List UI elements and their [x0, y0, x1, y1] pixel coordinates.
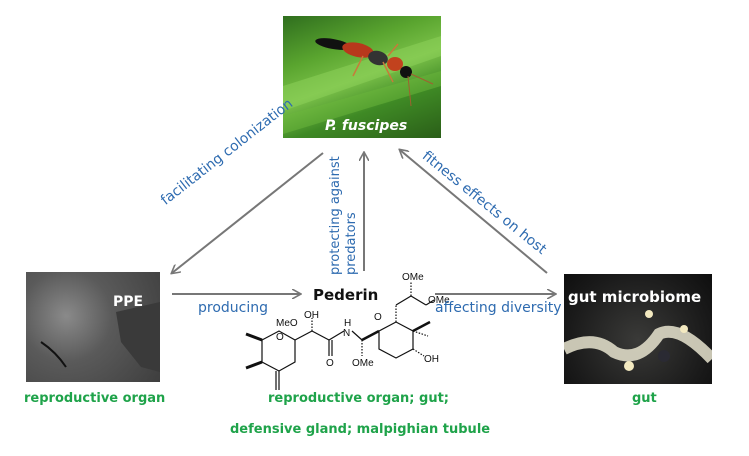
- ppe-micrograph: PPE: [26, 272, 160, 382]
- chem-o-ring-right: O: [374, 312, 382, 323]
- ppe-texture: [40, 302, 160, 372]
- location-ppe: reproductive organ: [24, 391, 166, 406]
- chem-meo: MeO: [276, 318, 298, 329]
- edge-label-protecting-line1: protecting against: [328, 156, 343, 275]
- chem-h: H: [344, 318, 351, 329]
- chem-oh-right: OH: [424, 354, 439, 365]
- pederin-label: Pederin: [313, 286, 379, 304]
- pederin-structure: [245, 282, 435, 390]
- ppe-label: PPE: [113, 294, 144, 310]
- p-fuscipes-label: P. fuscipes: [325, 118, 408, 134]
- chem-ome-right: OMe: [428, 295, 450, 306]
- gut-texture: [564, 310, 712, 371]
- chem-ome-top: OMe: [402, 272, 424, 283]
- arrow-left-to-top: [172, 152, 324, 273]
- beetle-illustration: [283, 36, 441, 134]
- location-pederin-line2: defensive gland; malpighian tubule: [230, 422, 491, 437]
- edge-label-affecting-diversity: affecting diversity: [435, 300, 562, 316]
- chem-ome-bottom: OMe: [352, 358, 374, 369]
- chem-oh-left: OH: [304, 310, 319, 321]
- chem-n: N: [343, 328, 350, 339]
- edge-label-protecting-line2: predators: [344, 212, 359, 275]
- arrow-right-to-top: [400, 150, 548, 274]
- chem-o-carbonyl: O: [326, 358, 334, 369]
- gut-microbiome-label: gut microbiome: [568, 288, 702, 306]
- location-gut: gut: [632, 391, 657, 406]
- location-pederin-line1: reproductive organ; gut;: [268, 391, 450, 406]
- p-fuscipes-photo: P. fuscipes: [283, 16, 441, 138]
- chem-o-ring-left: O: [276, 332, 284, 343]
- gut-microbiome-photo: gut microbiome: [564, 274, 712, 384]
- edge-label-producing: producing: [198, 300, 269, 316]
